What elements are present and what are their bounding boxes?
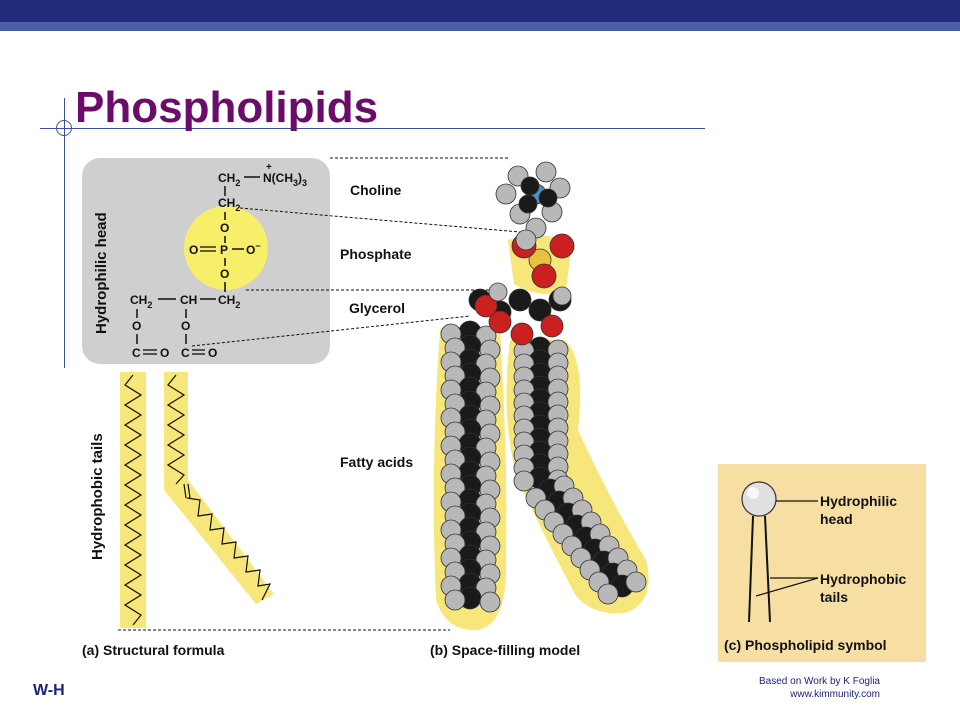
hydrogen-atom: [495, 183, 517, 205]
carbonyl-oxygen-1: O: [160, 346, 169, 360]
credit-line-1: Based on Work by K Foglia: [759, 676, 880, 687]
footer-initials: W-H: [33, 682, 65, 699]
symbol-tail-pointer-1: [755, 577, 819, 597]
phosphate-label: Phosphate: [340, 246, 412, 262]
symbol-head-shine: [747, 487, 759, 499]
carbon-atom: [528, 298, 552, 322]
oxygen-atom: [549, 233, 575, 259]
glycerol-ch: CH: [180, 293, 197, 307]
carbonyl-carbon-2: C: [181, 346, 190, 360]
structural-formula-caption: (a) Structural formula: [82, 642, 225, 658]
hydrogen-atom: [597, 583, 619, 605]
connector-phosphate-top: [239, 207, 521, 233]
symbol-caption: (c) Phospholipid symbol: [724, 637, 887, 653]
carbonyl-oxygen-2: O: [208, 346, 217, 360]
oxygen-top-text: O: [220, 221, 229, 235]
symbol-tail-right: [764, 515, 771, 623]
top-banner-stripe: [0, 22, 960, 31]
choline-label: Choline: [350, 182, 402, 198]
oxygen-bottom-text: O: [220, 267, 229, 281]
tail-2-zigzag-bottom: [186, 497, 272, 601]
hydrogen-atom: [515, 229, 537, 251]
top-banner: [0, 0, 960, 22]
symbol-tail-left: [748, 515, 754, 623]
symbol-tails-label-2: tails: [820, 589, 848, 605]
hydrogen-atom: [488, 282, 508, 302]
hydrogen-atom: [513, 470, 535, 492]
glycerol-label: Glycerol: [349, 300, 406, 316]
carbon-atom: [520, 176, 540, 196]
carbon-atom: [508, 288, 532, 312]
oxygen-double-text: O: [189, 243, 198, 257]
oxygen-minus-text: O−: [246, 241, 261, 257]
hydrophilic-head-label: Hydrophilic head: [93, 212, 110, 334]
title-rule-circle: [56, 120, 72, 136]
space-filling-caption: (b) Space-filling model: [430, 642, 581, 658]
hydrogen-atom: [535, 161, 557, 183]
ester-oxygen-2: O: [181, 319, 190, 333]
choline-ch2-text: CH2: [218, 171, 240, 188]
title-rule-horizontal: [40, 128, 705, 129]
carbon-atom: [518, 194, 538, 214]
title-rule-vertical: [64, 98, 65, 368]
tail-2-highlight: [164, 372, 274, 604]
symbol-head-label-1: Hydrophilic: [820, 493, 897, 509]
hydrogen-atom: [552, 286, 572, 306]
credit-line-2: www.kimmunity.com: [790, 689, 880, 700]
connector-ester: [191, 315, 471, 347]
slide-title: Phospholipids: [75, 83, 379, 132]
phosphorus-text: P: [220, 243, 228, 257]
footer-credit: Based on Work by K Foglia www.kimmunity.…: [700, 675, 880, 701]
carbon-atom: [538, 188, 558, 208]
oxygen-atom: [540, 314, 564, 338]
tail-2-zigzag-top: [166, 374, 186, 485]
glycerol-ch2-right: CH2: [218, 293, 240, 310]
carbonyl-carbon-1: C: [132, 346, 141, 360]
tail-1-zigzag: [123, 374, 143, 626]
phosphate-highlight: [184, 206, 268, 290]
oxygen-atom: [488, 310, 512, 334]
symbol-head-label-2: head: [820, 511, 853, 527]
hydrogen-atom: [479, 591, 501, 613]
oxygen-atom: [510, 322, 534, 346]
symbol-head-circle: [741, 481, 777, 517]
choline-ch2b-text: CH2: [218, 196, 240, 213]
symbol-tails-label-1: Hydrophobic: [820, 571, 907, 587]
nitrogen-group-text: N(CH3)3: [263, 171, 307, 188]
hydrophobic-tails-label: Hydrophobic tails: [89, 433, 106, 560]
hydrogen-atom: [444, 589, 466, 611]
oxygen-atom: [531, 263, 557, 289]
oxygen-atom: [474, 294, 498, 318]
ester-oxygen-1: O: [132, 319, 141, 333]
hydrogen-atom: [625, 571, 647, 593]
space-filling-atoms: [440, 161, 647, 613]
glycerol-ch2-left: CH2: [130, 293, 152, 310]
fatty-acids-label: Fatty acids: [340, 454, 414, 470]
nitrogen-charge: +: [266, 162, 272, 173]
